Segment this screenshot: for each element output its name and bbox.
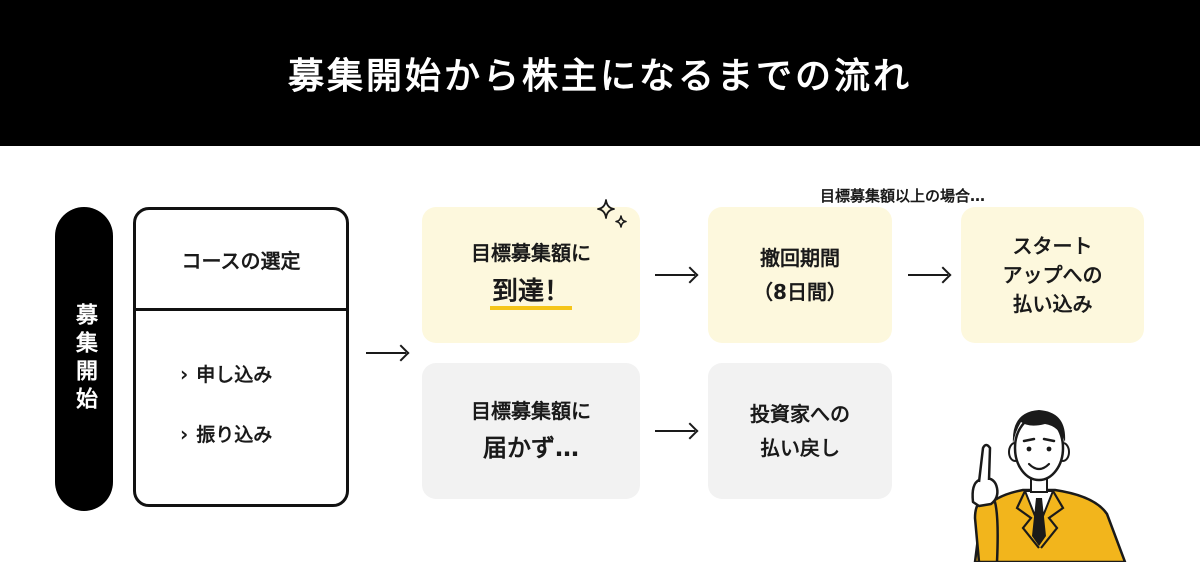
startup-line2: アップへの (1002, 262, 1103, 287)
startup-payment-box: スタート アップへの 払い込み (961, 207, 1144, 343)
arrow-right-icon (655, 430, 695, 432)
option-application: › 申し込み (180, 360, 272, 387)
course-title: コースの選定 (136, 210, 346, 311)
arrow-right-icon (908, 274, 948, 276)
start-label-pill: 募集開始 (55, 207, 113, 511)
refund-box: 投資家への 払い戻し (708, 363, 892, 499)
refund-line2: 払い戻し (760, 436, 840, 460)
goal-not-reached-line1: 目標募集額に (471, 398, 591, 423)
start-label: 募集開始 (72, 303, 97, 415)
goal-not-reached-box: 目標募集額に 届かず… (422, 363, 640, 499)
goal-reached-line1: 目標募集額に (471, 240, 591, 265)
chevron-right-icon: › (180, 421, 189, 446)
course-selection-box: コースの選定 › 申し込み › 振り込み (133, 207, 349, 507)
arrow-right-icon (366, 352, 406, 354)
chevron-right-icon: › (180, 361, 189, 386)
goal-not-reached-line2: 届かず… (483, 433, 579, 462)
startup-line3: 払い込み (1012, 291, 1093, 316)
businessman-illustration (971, 410, 1127, 562)
header-bar: 募集開始から株主になるまでの流れ (0, 0, 1200, 146)
arrow-right-icon (655, 274, 695, 276)
highlight-underline (489, 306, 572, 311)
sparkle-icon (597, 199, 627, 228)
withdrawal-line2: （8日間） (753, 280, 847, 304)
option-transfer: › 振り込み (180, 420, 272, 447)
startup-line1: スタート (1012, 233, 1093, 258)
option-label: 振り込み (196, 424, 273, 446)
goal-reached-box: 目標募集額に 到達！ (422, 207, 640, 343)
goal-reached-line2: 到達！ (491, 276, 570, 307)
refund-line1: 投資家への (750, 402, 850, 426)
option-label: 申し込み (196, 364, 273, 386)
withdrawal-period-box: 撤回期間 （8日間） (708, 207, 892, 343)
withdrawal-line1: 撤回期間 (760, 246, 840, 270)
goal-reached-emphasis: 到達！ (489, 270, 572, 314)
condition-note: 目標募集額以上の場合… (820, 187, 986, 205)
page-title: 募集開始から株主になるまでの流れ (287, 56, 912, 97)
